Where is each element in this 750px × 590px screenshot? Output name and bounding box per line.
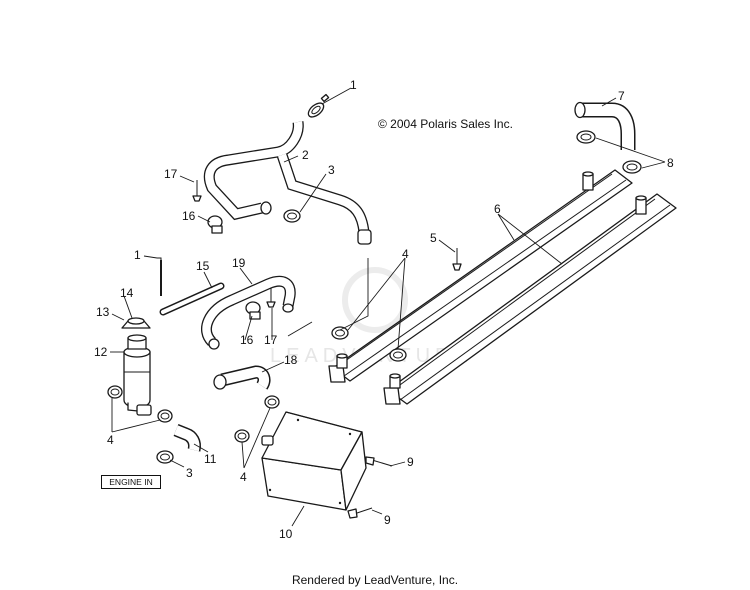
callout-12: 12 bbox=[94, 345, 108, 359]
screw-17-upper[interactable] bbox=[192, 180, 202, 202]
callout-13: 13 bbox=[96, 305, 110, 319]
callout-16a: 16 bbox=[182, 209, 196, 223]
clamps-4-lower[interactable] bbox=[234, 395, 280, 443]
callout-9a: 9 bbox=[407, 455, 414, 469]
callout-15: 15 bbox=[196, 259, 210, 273]
engine-in-label: ENGINE IN bbox=[101, 475, 161, 489]
callout-10: 10 bbox=[279, 527, 293, 541]
cooler-10[interactable] bbox=[261, 411, 367, 511]
callout-3b: 3 bbox=[186, 466, 193, 480]
footer-credit: Rendered by LeadVenture, Inc. bbox=[291, 573, 459, 587]
callout-6: 6 bbox=[494, 202, 501, 216]
screw-17-lower[interactable] bbox=[266, 288, 276, 308]
clamp-3-lower[interactable] bbox=[156, 450, 174, 464]
leader-lines bbox=[110, 87, 666, 527]
tube-15[interactable] bbox=[159, 282, 225, 316]
callout-17b: 17 bbox=[264, 333, 278, 347]
hose-7[interactable] bbox=[574, 101, 636, 151]
callout-19: 19 bbox=[232, 256, 246, 270]
callout-5: 5 bbox=[430, 231, 437, 245]
callout-14: 14 bbox=[120, 286, 134, 300]
callout-1a: 1 bbox=[350, 78, 357, 92]
callout-4c: 4 bbox=[240, 470, 247, 484]
callout-11: 11 bbox=[204, 452, 217, 466]
rod-1-left[interactable] bbox=[157, 257, 162, 296]
callout-8: 8 bbox=[667, 156, 674, 170]
clamp-3-upper[interactable] bbox=[283, 209, 301, 223]
callout-2: 2 bbox=[302, 148, 309, 162]
hose-2[interactable] bbox=[203, 121, 372, 245]
callout-1b: 1 bbox=[134, 248, 141, 262]
screws-9[interactable] bbox=[347, 456, 393, 519]
clamp-16-upper[interactable] bbox=[207, 215, 223, 234]
callouts: 1 2 3 17 16 7 8 6 5 4 1 15 19 14 13 12 1… bbox=[94, 78, 674, 541]
callout-4a: 4 bbox=[402, 247, 409, 261]
callout-7: 7 bbox=[618, 89, 625, 103]
callout-16b: 16 bbox=[240, 333, 254, 347]
clamp-1-top[interactable] bbox=[306, 93, 330, 120]
callout-3a: 3 bbox=[328, 163, 335, 177]
clamps-4-left[interactable] bbox=[107, 385, 173, 423]
callout-4b: 4 bbox=[107, 433, 114, 447]
callout-9b: 9 bbox=[384, 513, 391, 527]
callout-17a: 17 bbox=[164, 167, 178, 181]
clamps-8[interactable] bbox=[576, 130, 642, 174]
hose-18[interactable] bbox=[213, 365, 271, 390]
copyright-text: © 2004 Polaris Sales Inc. bbox=[378, 117, 513, 131]
elbow-11[interactable] bbox=[173, 423, 201, 452]
callout-18: 18 bbox=[284, 353, 298, 367]
hose-19[interactable] bbox=[201, 275, 296, 350]
cap-13-14[interactable] bbox=[121, 317, 151, 329]
screw-5[interactable] bbox=[452, 248, 462, 271]
cooler-tube-6-front[interactable] bbox=[383, 193, 677, 405]
cooler-tube-6-back[interactable] bbox=[328, 169, 633, 383]
reservoir-12[interactable] bbox=[123, 334, 152, 416]
clamp-16-lower[interactable] bbox=[245, 301, 261, 320]
